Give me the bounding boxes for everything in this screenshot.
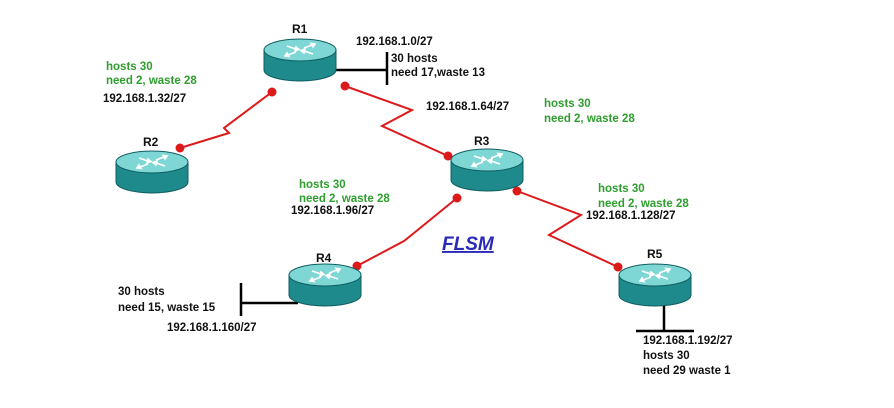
host-count: hosts 30 — [598, 183, 645, 195]
network-address: 192.168.1.96/27 — [291, 205, 374, 217]
router-icon — [263, 38, 337, 82]
need-waste: need 2, waste 28 — [106, 75, 197, 87]
host-count: hosts 30 — [106, 61, 153, 73]
host-count: hosts 30 — [544, 98, 591, 110]
router-r4[interactable] — [288, 263, 362, 307]
network-address: 192.168.1.0/27 — [356, 36, 433, 48]
link-r3-r4 — [356, 197, 458, 267]
endpoint-dot — [175, 143, 185, 153]
annotation-r3-r5: hosts 30 need 2, waste 28 192.168.1.128/… — [586, 183, 689, 222]
annotation-r3-r4: hosts 30 need 2, waste 28 192.168.1.96/2… — [291, 179, 390, 217]
serial-links — [179, 85, 619, 268]
router-r5[interactable] — [618, 263, 692, 307]
link-r3-r5 — [516, 190, 619, 268]
host-count: hosts 30 — [643, 350, 690, 362]
router-icon — [450, 148, 524, 192]
lan-segment-r4 — [239, 283, 298, 316]
router-label-r2: R2 — [143, 135, 159, 149]
need-waste: need 17,waste 13 — [391, 67, 485, 79]
annotation-r1-r2: hosts 30 need 2, waste 28 192.168.1.32/2… — [103, 61, 197, 105]
endpoint-dot — [613, 262, 623, 272]
lan-segment-r1 — [332, 52, 389, 85]
annotation-r1-r3: 192.168.1.64/27 hosts 30 need 2, waste 2… — [426, 98, 635, 125]
annotation-r5-lan: 192.168.1.192/27 hosts 30 need 29 waste … — [643, 335, 733, 377]
network-address: 192.168.1.64/27 — [426, 101, 509, 113]
endpoint-dot — [512, 186, 522, 196]
need-waste: need 2, waste 28 — [598, 198, 689, 210]
routers — [115, 38, 692, 307]
need-waste: need 29 waste 1 — [643, 365, 731, 377]
host-count: 30 hosts — [118, 286, 165, 298]
network-address: 192.168.1.32/27 — [103, 93, 186, 105]
router-icon — [618, 263, 692, 307]
diagram-title: FLSM — [442, 234, 495, 255]
router-label-r3: R3 — [474, 134, 490, 148]
network-address: 192.168.1.192/27 — [643, 335, 733, 347]
host-count: hosts 30 — [299, 179, 346, 191]
endpoint-dot — [452, 193, 462, 203]
router-label-r4: R4 — [316, 251, 332, 265]
network-address: 192.168.1.160/27 — [167, 322, 257, 334]
host-count: 30 hosts — [391, 53, 438, 65]
router-icon — [288, 263, 362, 307]
router-r2[interactable] — [115, 150, 189, 194]
need-waste: need 2, waste 28 — [544, 113, 635, 125]
router-icon — [115, 150, 189, 194]
router-label-r5: R5 — [647, 247, 663, 261]
endpoint-dot — [267, 87, 277, 97]
lan-segments — [239, 52, 694, 333]
endpoint-dot — [443, 151, 453, 161]
link-r1-r2 — [179, 91, 273, 149]
annotation-r4-lan: 30 hosts need 15, waste 15 192.168.1.160… — [118, 286, 257, 334]
network-address: 192.168.1.128/27 — [586, 210, 676, 222]
router-labels: R1 R2 R3 R4 R5 — [143, 22, 663, 265]
annotation-r1-lan: 192.168.1.0/27 30 hosts need 17,waste 13 — [356, 36, 485, 79]
link-r1-r3 — [344, 85, 449, 157]
router-r1[interactable] — [263, 38, 337, 82]
router-r3[interactable] — [450, 148, 524, 192]
need-waste: need 15, waste 15 — [118, 302, 216, 314]
router-label-r1: R1 — [292, 22, 308, 36]
lan-segment-r5 — [636, 302, 694, 333]
endpoint-dot — [340, 81, 350, 91]
need-waste: need 2, waste 28 — [299, 193, 390, 205]
